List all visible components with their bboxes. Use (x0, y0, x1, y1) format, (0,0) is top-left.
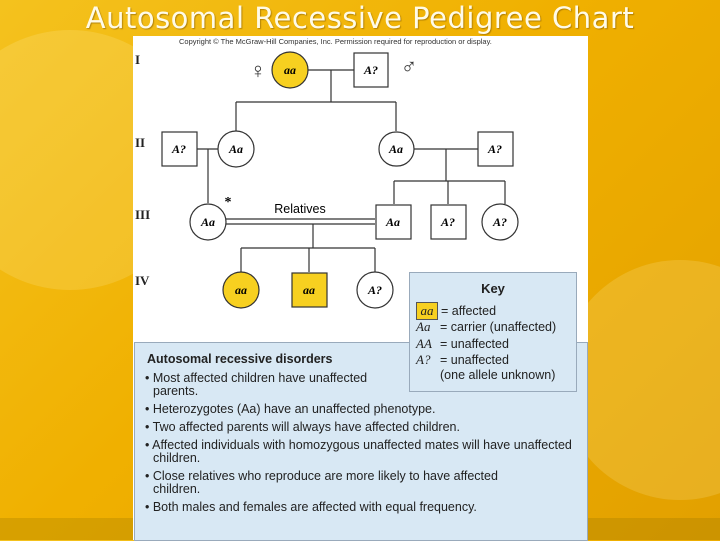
key-text: = carrier (unaffected) (440, 320, 557, 334)
gen3-female-label: Aa (200, 215, 215, 229)
gen3-sibling-1-label: A? (440, 215, 455, 229)
gen4-child1-label: aa (235, 283, 247, 297)
key-text: = unaffected (440, 337, 509, 351)
key-row-unknown: A? = unaffected (416, 352, 509, 368)
list-item: • Close relatives who reproduce are more… (145, 469, 498, 496)
key-symbol: Aa (416, 319, 431, 334)
gen2-right-spouse (477, 131, 514, 167)
gen2-daughter-carrier (217, 130, 255, 168)
slide-title: Autosomal Recessive Pedigree Chart (85, 1, 635, 35)
gen3-male-label: Aa (385, 215, 400, 229)
gen1-female-label: aa (284, 63, 296, 77)
key-row-affected: aa= affected (416, 302, 496, 320)
gen4-child2-affected (291, 272, 328, 308)
gen1-male (353, 52, 389, 88)
male-symbol-icon: ♂ (401, 54, 418, 79)
gen3-male-carrier (375, 204, 412, 240)
gen1-female-affected (271, 51, 309, 89)
gen1-male-label: A? (363, 63, 378, 77)
key-row-unaffected: AA = unaffected (416, 336, 509, 352)
pedigree-figure: Copyright © The McGraw-Hill Companies, I… (133, 36, 588, 541)
gen4-child3 (356, 271, 394, 309)
generation-label-2: II (135, 135, 146, 150)
gen2-son-carrier (378, 131, 415, 167)
key-text: = affected (441, 304, 497, 318)
list-item: • Both males and females are affected wi… (145, 500, 477, 514)
key-title: Key (481, 281, 505, 296)
gen4-child3-label: A? (367, 283, 382, 297)
key-symbol: A? (416, 352, 431, 367)
gen4-child2-label: aa (303, 283, 315, 297)
copyright-notice: Copyright © The McGraw-Hill Companies, I… (179, 37, 492, 46)
gen2-daughter-label: Aa (228, 142, 243, 156)
gen2-son-label: Aa (388, 142, 403, 156)
disorders-title: Autosomal recessive disorders (147, 352, 333, 366)
generation-label-3: III (135, 207, 151, 222)
key-symbol: AA (416, 336, 432, 351)
gen3-sibling-2-label: A? (492, 215, 507, 229)
gen3-sibling-2 (481, 203, 519, 241)
disorders-list: • Most affected children have unaffected… (145, 371, 572, 519)
key-row-carrier: Aa = carrier (unaffected) (416, 319, 556, 335)
pedigree-lines (197, 69, 506, 272)
list-item: • Affected individuals with homozygous u… (145, 438, 572, 465)
gen2-right-spouse-label: A? (487, 142, 502, 156)
list-item: • Most affected children have unaffected… (145, 371, 368, 398)
pedigree-chart: aa A? ♀ ♂ A? Aa Aa A? Aa * Relatives Aa … (161, 51, 519, 309)
gen3-female-carrier (189, 203, 227, 241)
generation-label-4: IV (135, 273, 150, 288)
key-text: = unaffected (440, 353, 509, 367)
gen2-left-spouse-label: A? (171, 142, 186, 156)
gen4-child1-affected (222, 271, 260, 309)
consanguinity-asterisk: * (225, 195, 232, 210)
key-legend: Key aa= affected Aa = carrier (unaffected… (409, 272, 577, 392)
key-text: (one allele unknown) (440, 368, 556, 382)
key-row-note: (one allele unknown) (440, 368, 555, 382)
key-symbol: aa (416, 302, 438, 320)
relatives-label: Relatives (274, 202, 325, 216)
generation-label-1: I (135, 52, 141, 67)
female-symbol-icon: ♀ (250, 58, 267, 83)
list-item: • Two affected parents will always have … (145, 420, 460, 434)
gen3-sibling-1 (430, 204, 467, 240)
gen2-left-spouse (161, 131, 198, 167)
list-item: • Heterozygotes (Aa) have an unaffected … (145, 402, 436, 416)
